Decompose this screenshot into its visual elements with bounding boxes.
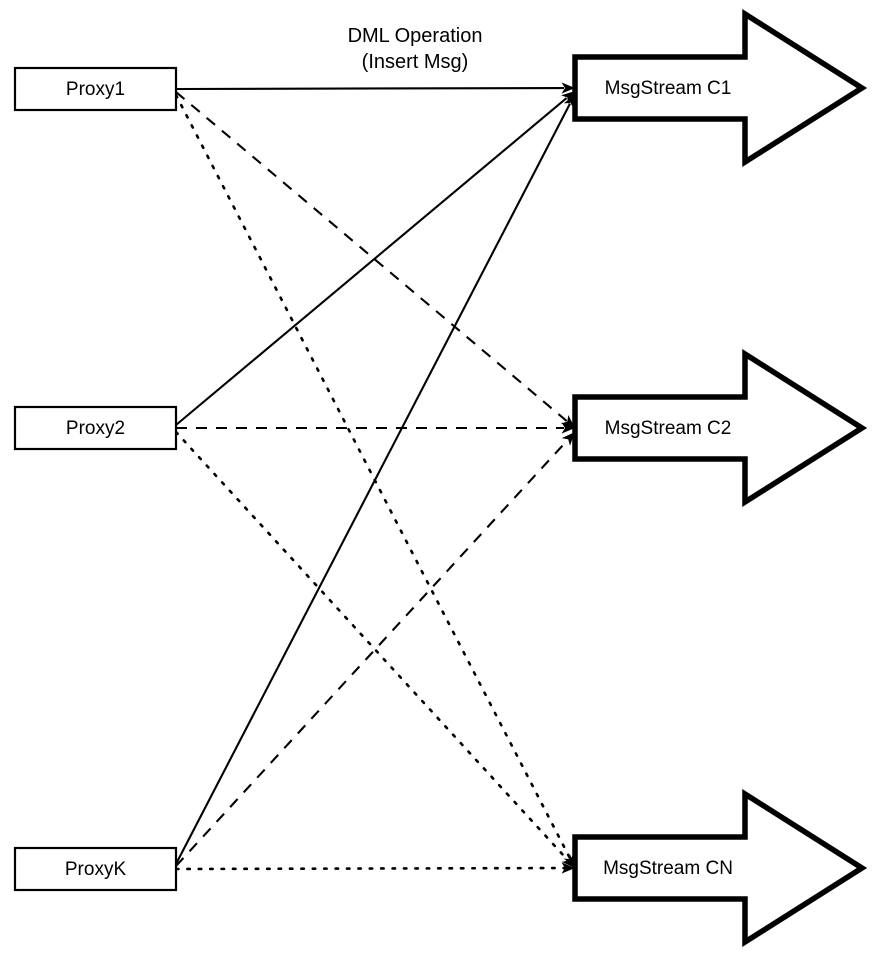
proxy-node-proxy1[interactable]: Proxy1 xyxy=(13,66,178,112)
edge-line-dotted xyxy=(174,93,572,860)
edge-arrowhead-icon xyxy=(561,432,575,446)
edge-line-dashed xyxy=(175,91,568,422)
msgstream-label: MsgStream C2 xyxy=(605,418,732,439)
proxy-box[interactable] xyxy=(13,66,178,112)
proxy-label: Proxy2 xyxy=(66,418,125,439)
edge-line-dotted xyxy=(174,866,566,871)
msgstream-block-arrow-icon[interactable] xyxy=(572,789,868,947)
edge-arrowhead-icon xyxy=(561,82,575,94)
edge-line-solid xyxy=(175,97,568,426)
proxy-node-proxyK[interactable]: ProxyK xyxy=(13,846,178,892)
proxy-label: Proxy1 xyxy=(66,79,125,100)
msgstream-block-arrow-icon[interactable] xyxy=(572,349,868,507)
edge-p1-c1 xyxy=(175,82,575,94)
edge-p1-c2 xyxy=(175,91,575,428)
edge-arrowhead-icon xyxy=(561,854,575,868)
edge-pk-c1 xyxy=(175,94,575,865)
edge-line-solid xyxy=(175,86,565,91)
msgstream-node-c1[interactable]: MsgStream C1 xyxy=(572,9,868,167)
edge-arrowhead-icon xyxy=(561,91,575,104)
proxy-box[interactable] xyxy=(13,846,178,892)
edge-p2-c2 xyxy=(176,422,575,434)
msgstream-node-cn[interactable]: MsgStream CN xyxy=(572,789,868,947)
edge-arrowhead-icon xyxy=(561,422,575,434)
streams-layer: MsgStream C1 MsgStream C2 MsgStream CN xyxy=(572,9,868,947)
edge-p2-c1 xyxy=(175,91,575,426)
edge-arrowhead-icon xyxy=(563,94,575,109)
msgstream-block-arrow-icon[interactable] xyxy=(572,9,868,167)
edge-line-solid xyxy=(175,103,571,865)
proxy-box[interactable] xyxy=(13,405,178,451)
caption-dml-operation: DML Operation (Insert Msg) xyxy=(348,25,483,73)
edge-pk-c2 xyxy=(175,432,575,867)
edge-p1-cn xyxy=(174,93,575,868)
caption-line1: DML Operation xyxy=(348,25,483,47)
msgstream-node-c2[interactable]: MsgStream C2 xyxy=(572,349,868,507)
msgstream-label: MsgStream C1 xyxy=(605,78,732,99)
edge-arrowhead-icon xyxy=(561,415,575,428)
edge-line-dotted xyxy=(174,430,569,862)
edge-arrowhead-icon xyxy=(561,862,575,874)
caption-line2: (Insert Msg) xyxy=(362,51,469,73)
edge-line-dashed xyxy=(175,439,569,867)
msgstream-label: MsgStream CN xyxy=(603,858,733,879)
edge-pk-cn xyxy=(174,862,575,874)
edges-layer xyxy=(174,82,575,874)
proxy-node-proxy2[interactable]: Proxy2 xyxy=(13,405,178,451)
proxy-label: ProxyK xyxy=(65,859,127,880)
edge-p2-cn xyxy=(174,430,575,868)
